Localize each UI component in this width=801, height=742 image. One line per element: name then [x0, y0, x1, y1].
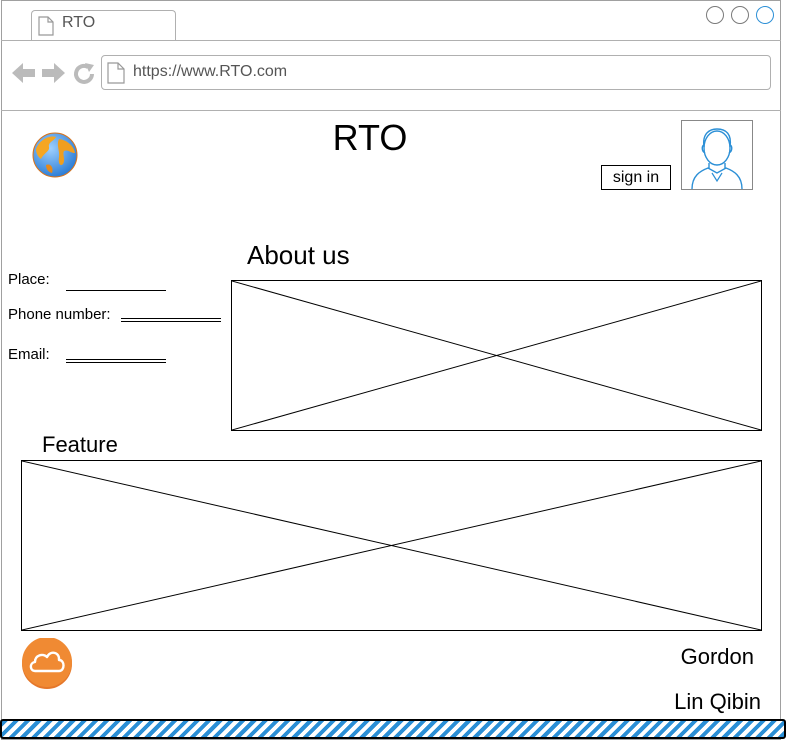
user-avatar-icon: [691, 128, 743, 190]
page-icon: [107, 62, 125, 84]
about-heading: About us: [247, 240, 350, 270]
cloud-icon[interactable]: [22, 638, 74, 690]
window-minimize-button[interactable]: [706, 6, 724, 24]
sign-in-button[interactable]: sign in: [601, 165, 671, 190]
browser-tab[interactable]: [31, 10, 176, 40]
phone-label: Phone number:: [8, 306, 111, 323]
refresh-icon[interactable]: [72, 62, 96, 86]
email-label: Email:: [8, 346, 50, 363]
scrollbar[interactable]: [0, 719, 786, 739]
place-label: Place:: [8, 271, 50, 288]
toolbar-divider: [1, 110, 781, 111]
author-name-2: Lin Qibin: [674, 689, 761, 714]
address-bar[interactable]: [101, 55, 771, 90]
feature-heading: Feature: [42, 432, 118, 457]
place-field[interactable]: [66, 290, 166, 291]
author-name-1: Gordon: [680, 644, 754, 669]
window-maximize-button[interactable]: [731, 6, 749, 24]
forward-arrow-icon[interactable]: [41, 62, 65, 84]
window-close-button[interactable]: [756, 6, 774, 24]
tab-divider: [1, 40, 781, 41]
feature-image-placeholder: [21, 460, 762, 631]
browser-window: [1, 0, 781, 740]
phone-field[interactable]: [121, 318, 221, 322]
back-arrow-icon[interactable]: [12, 62, 36, 84]
document-icon: [38, 16, 54, 36]
url-text[interactable]: https://www.RTO.com: [133, 63, 288, 80]
email-field[interactable]: [66, 359, 166, 363]
about-image-placeholder: [231, 280, 762, 431]
globe-icon[interactable]: [32, 131, 80, 179]
page-title: RTO: [332, 117, 408, 158]
avatar[interactable]: [681, 120, 753, 190]
tab-title: RTO: [62, 14, 96, 31]
